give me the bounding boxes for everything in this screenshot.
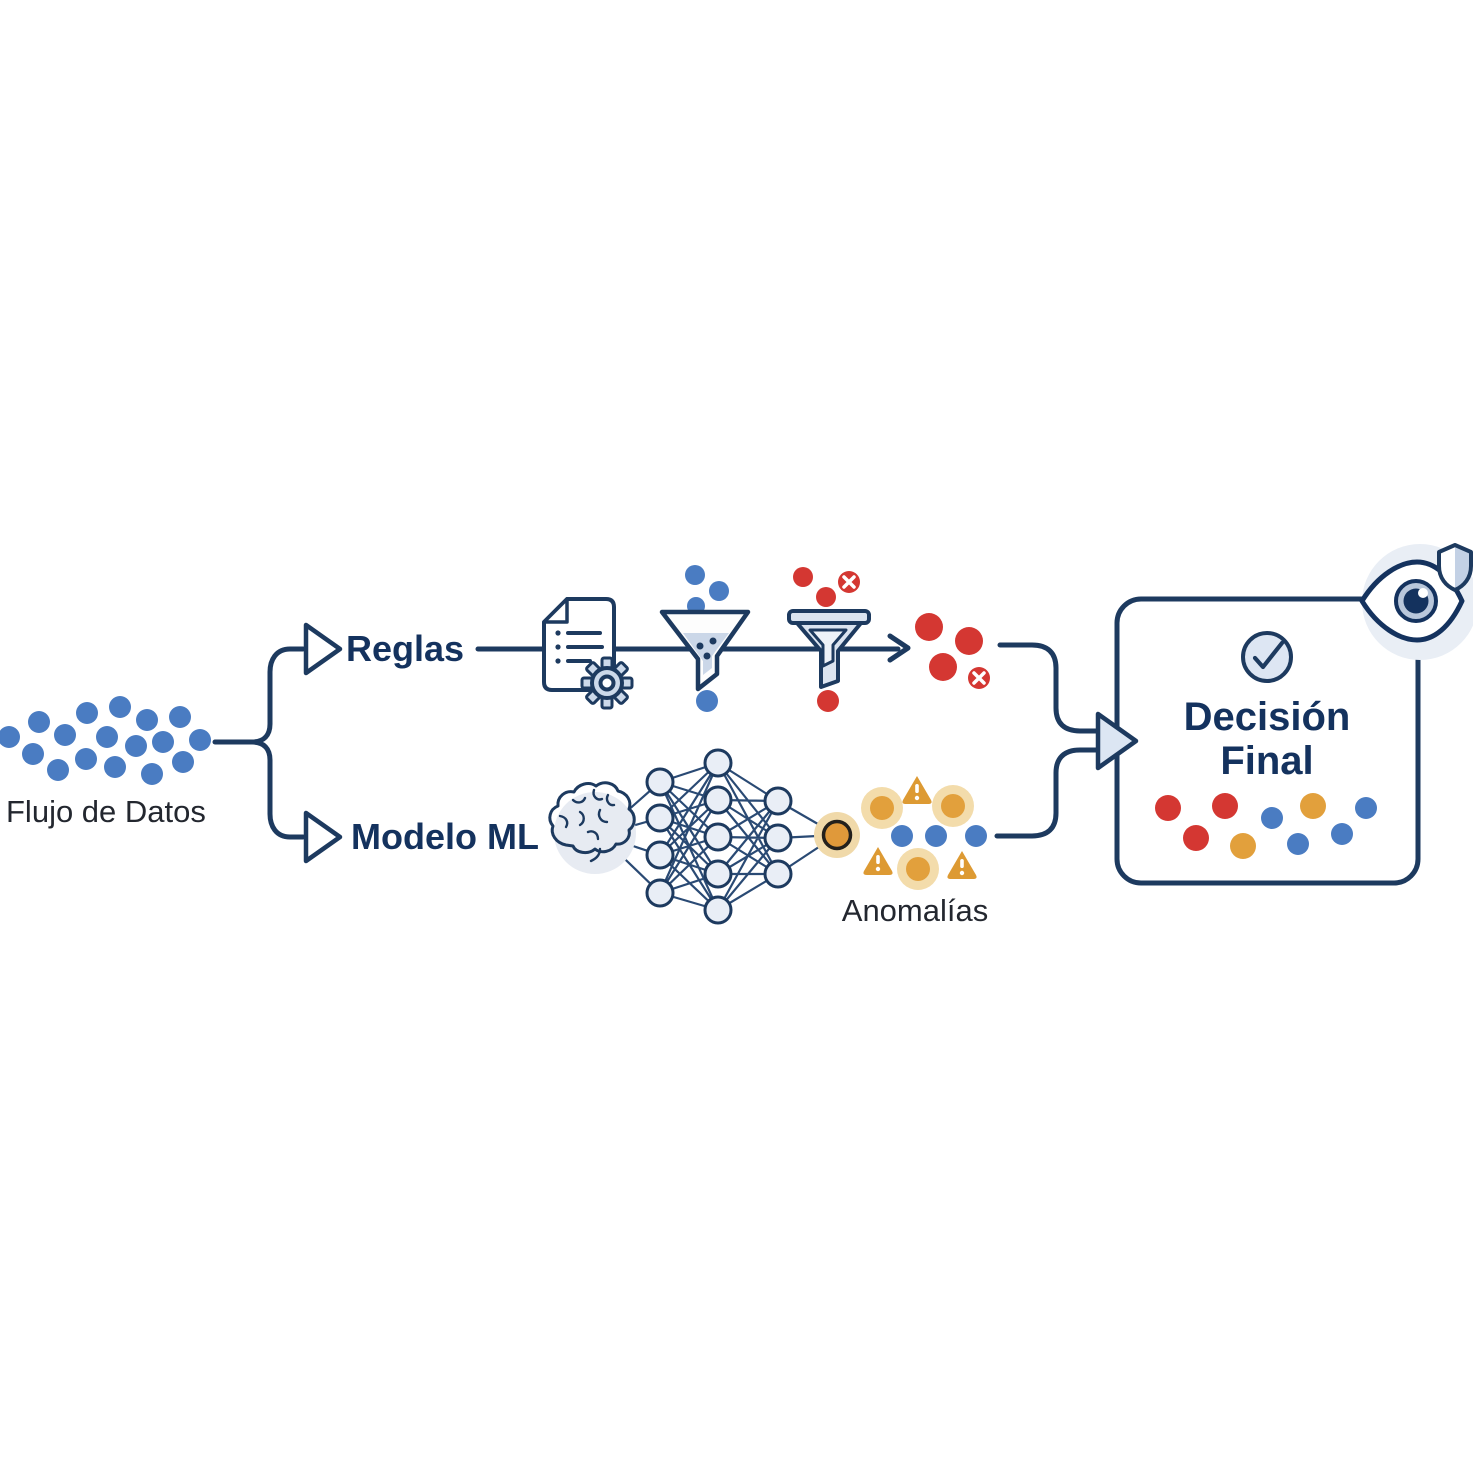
merge-connector-top [997,642,1101,734]
rules-flagged-dots [915,613,990,689]
branch-split-connector [212,646,306,840]
anomaly-halo-dot [861,785,974,890]
gear-icon [580,656,634,710]
decision-label-line2: Final [1220,739,1313,783]
brain-icon [548,781,636,874]
eye-icon [1359,559,1465,643]
warning-triangle-icon [863,776,977,879]
neural-network-nodes [645,748,793,925]
funnel2-outflow-dot [817,690,839,712]
decision-label-line1: Decisión [1184,695,1351,739]
branch-rules-label: Reglas [346,628,464,669]
check-icon [1241,631,1293,683]
branch-arrowhead-top-icon [303,622,343,676]
error-x-icon [838,571,860,593]
merge-connector-bottom [994,747,1101,839]
funnel-outflow-dot [696,690,718,712]
branch-ml-label: Modelo ML [351,816,539,857]
funnel-filter-icon [787,609,871,689]
shield-icon [1437,543,1473,592]
monitoring-badge [1359,543,1473,660]
anomalies-cluster [861,776,987,890]
error-x-icon [968,667,990,689]
anomalies-label: Anomalías [842,893,988,928]
data-stream-dots [0,696,211,785]
branch-arrowhead-bottom-icon [303,810,343,864]
data-stream-label: Flujo de Datos [6,794,206,829]
anomaly-output-node [814,812,860,858]
funnel-inflow-dots [685,565,729,615]
arrow-right-icon [887,633,911,663]
neural-network-icon [548,748,860,925]
merge-arrowhead-icon [1095,711,1139,771]
funnel2-inflow-dots [793,567,860,607]
funnel-icon [659,609,751,692]
decision-mixed-dots [1155,793,1377,859]
